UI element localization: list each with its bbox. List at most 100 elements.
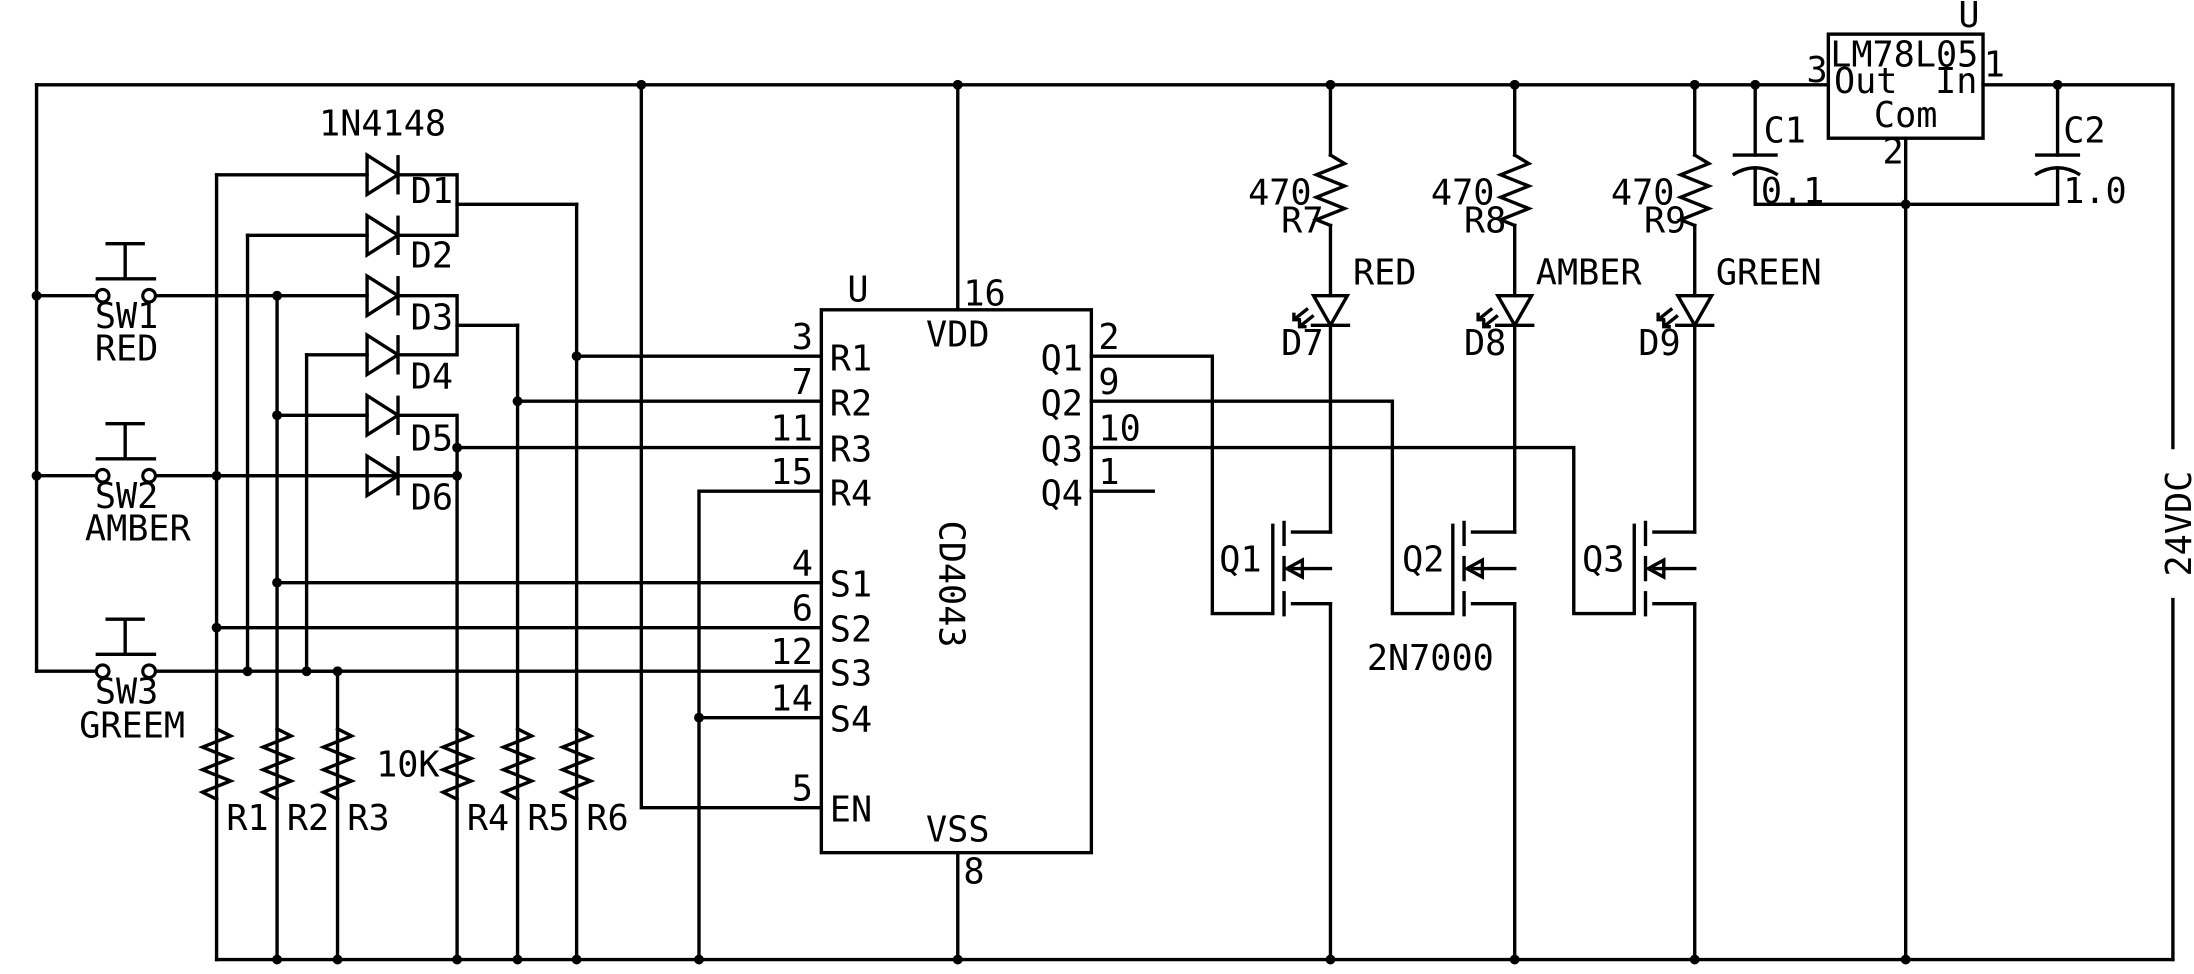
resistor-ref: R3 xyxy=(347,798,389,839)
vss-pin: 8 xyxy=(963,852,984,893)
diode-ref: D3 xyxy=(411,297,453,338)
latch-part: CD4043 xyxy=(930,521,971,648)
led-ref: D9 xyxy=(1638,323,1680,364)
resistor-ref: R9 xyxy=(1644,200,1686,241)
capacitor-c1: C1 0.1 xyxy=(1731,110,1824,212)
pin-number: 12 xyxy=(771,632,813,673)
regulator-wiring xyxy=(1753,83,2060,962)
pin-name: Q3 xyxy=(1041,430,1083,471)
junction-dots xyxy=(31,79,2063,965)
pin-number: 2 xyxy=(1098,317,1119,358)
switch-ref: SW1 xyxy=(95,296,159,337)
capacitor-c2: C2 1.0 xyxy=(2034,110,2127,212)
diode-ref: D4 xyxy=(411,357,453,398)
pin-name: S3 xyxy=(830,653,872,694)
capacitor-ref: C2 xyxy=(2063,110,2105,151)
supply-rails xyxy=(34,83,2175,962)
pin-number: 1 xyxy=(1098,452,1119,493)
pullup-value-label: 10K xyxy=(376,745,440,786)
pin-number: 5 xyxy=(792,769,813,810)
pin-number: 14 xyxy=(771,679,813,720)
led-ref: D7 xyxy=(1281,323,1323,364)
diode-ref: D1 xyxy=(411,171,453,212)
regulator-in-pin: 1 xyxy=(1984,44,2005,85)
resistor-ref: R6 xyxy=(586,798,628,839)
resistor-r3: R3 xyxy=(318,726,390,839)
resistor-r6: R6 xyxy=(558,726,629,839)
switch-sw3: SW3 GREEM xyxy=(34,617,340,746)
capacitor-ref: C1 xyxy=(1764,110,1806,151)
resistor-value: 470 xyxy=(1248,172,1312,213)
diode-ref: D2 xyxy=(411,236,453,277)
resistor-ref: R5 xyxy=(527,798,569,839)
switch-label: GREEM xyxy=(79,705,185,746)
pin-name: R3 xyxy=(830,430,872,471)
resistor-r5: R5 xyxy=(498,726,570,839)
latch-unit: U xyxy=(847,269,868,310)
diode-d3: D3 xyxy=(365,272,453,338)
diode-part-label: 1N4148 xyxy=(319,103,446,144)
resistor-ref: R4 xyxy=(467,798,509,839)
diode-d1: D1 xyxy=(365,152,453,212)
pin-name: R4 xyxy=(830,473,872,514)
led-ref: D8 xyxy=(1464,323,1506,364)
resistor-ref: R2 xyxy=(287,798,329,839)
switch-label: AMBER xyxy=(85,508,192,549)
led-label: AMBER xyxy=(1536,252,1643,293)
driver-amber: 470 R8 AMBER D8 Q2 xyxy=(1402,83,1643,962)
driver-green: 470 R9 GREEN D9 Q3 xyxy=(1582,83,1822,962)
capacitor-value: 1.0 xyxy=(2063,171,2127,212)
pin-number: 7 xyxy=(792,362,813,403)
resistor-ref: R7 xyxy=(1281,200,1323,241)
supply-label: 24VDC xyxy=(2159,471,2194,577)
resistor-ref: R1 xyxy=(226,798,268,839)
pin-number: 3 xyxy=(792,317,813,358)
driver-red: 470 R7 RED D7 Q1 xyxy=(1219,83,1416,962)
switch-label: RED xyxy=(95,328,159,369)
pin-name: R1 xyxy=(830,338,872,379)
resistor-ref: R8 xyxy=(1464,200,1506,241)
pin-number: 4 xyxy=(792,544,813,585)
resistor-value: 470 xyxy=(1431,172,1495,213)
fet-ref: Q3 xyxy=(1582,539,1624,580)
pin-name: S1 xyxy=(830,565,872,606)
vdd-label: VDD xyxy=(926,314,990,355)
resistor-value: 470 xyxy=(1611,172,1675,213)
fet-ref: Q1 xyxy=(1219,539,1261,580)
pin-name: S2 xyxy=(830,610,872,651)
vss-label: VSS xyxy=(926,809,990,850)
pin-number: 11 xyxy=(771,409,813,450)
pin-number: 10 xyxy=(1098,409,1140,450)
pin-name: Q2 xyxy=(1041,383,1083,424)
pin-name: R2 xyxy=(830,383,872,424)
pin-name: S4 xyxy=(830,700,872,741)
diode-ref: D5 xyxy=(411,418,453,459)
regulator-in-label: In xyxy=(1935,61,1977,102)
regulator-out-pin: 3 xyxy=(1806,50,1827,91)
fet-ref: Q2 xyxy=(1402,539,1444,580)
switch-sw1: SW1 RED xyxy=(34,242,279,369)
pin-name: Q1 xyxy=(1041,338,1083,379)
resistor-r2: R2 xyxy=(258,726,329,839)
regulator-part: LM78L05 xyxy=(1830,34,1978,75)
resistor-r1: R1 xyxy=(197,726,269,839)
vdd-pin: 16 xyxy=(963,274,1005,315)
fet-part-label: 2N7000 xyxy=(1367,638,1494,679)
diode-d6: D6 xyxy=(365,452,453,519)
latch-ic: U CD4043 VDD 16 VSS 8 R1 3 R2 7 R3 11 R4… xyxy=(771,269,1141,892)
pin-name: Q4 xyxy=(1041,473,1083,514)
regulator-com-pin: 2 xyxy=(1882,132,1903,173)
led-label: GREEN xyxy=(1716,252,1822,293)
switch-ref: SW2 xyxy=(95,476,159,517)
pin-number: 15 xyxy=(771,452,813,493)
pin-name: EN xyxy=(830,790,872,831)
led-label: RED xyxy=(1353,252,1416,293)
switch-ref: SW3 xyxy=(95,672,159,713)
pin-number: 9 xyxy=(1098,362,1119,403)
latch-wiring xyxy=(214,83,1636,962)
diode-d4: D4 xyxy=(365,332,453,398)
diode-d5: D5 xyxy=(365,392,453,459)
capacitor-value: 0.1 xyxy=(1761,171,1824,212)
diode-ref: D6 xyxy=(411,478,453,519)
